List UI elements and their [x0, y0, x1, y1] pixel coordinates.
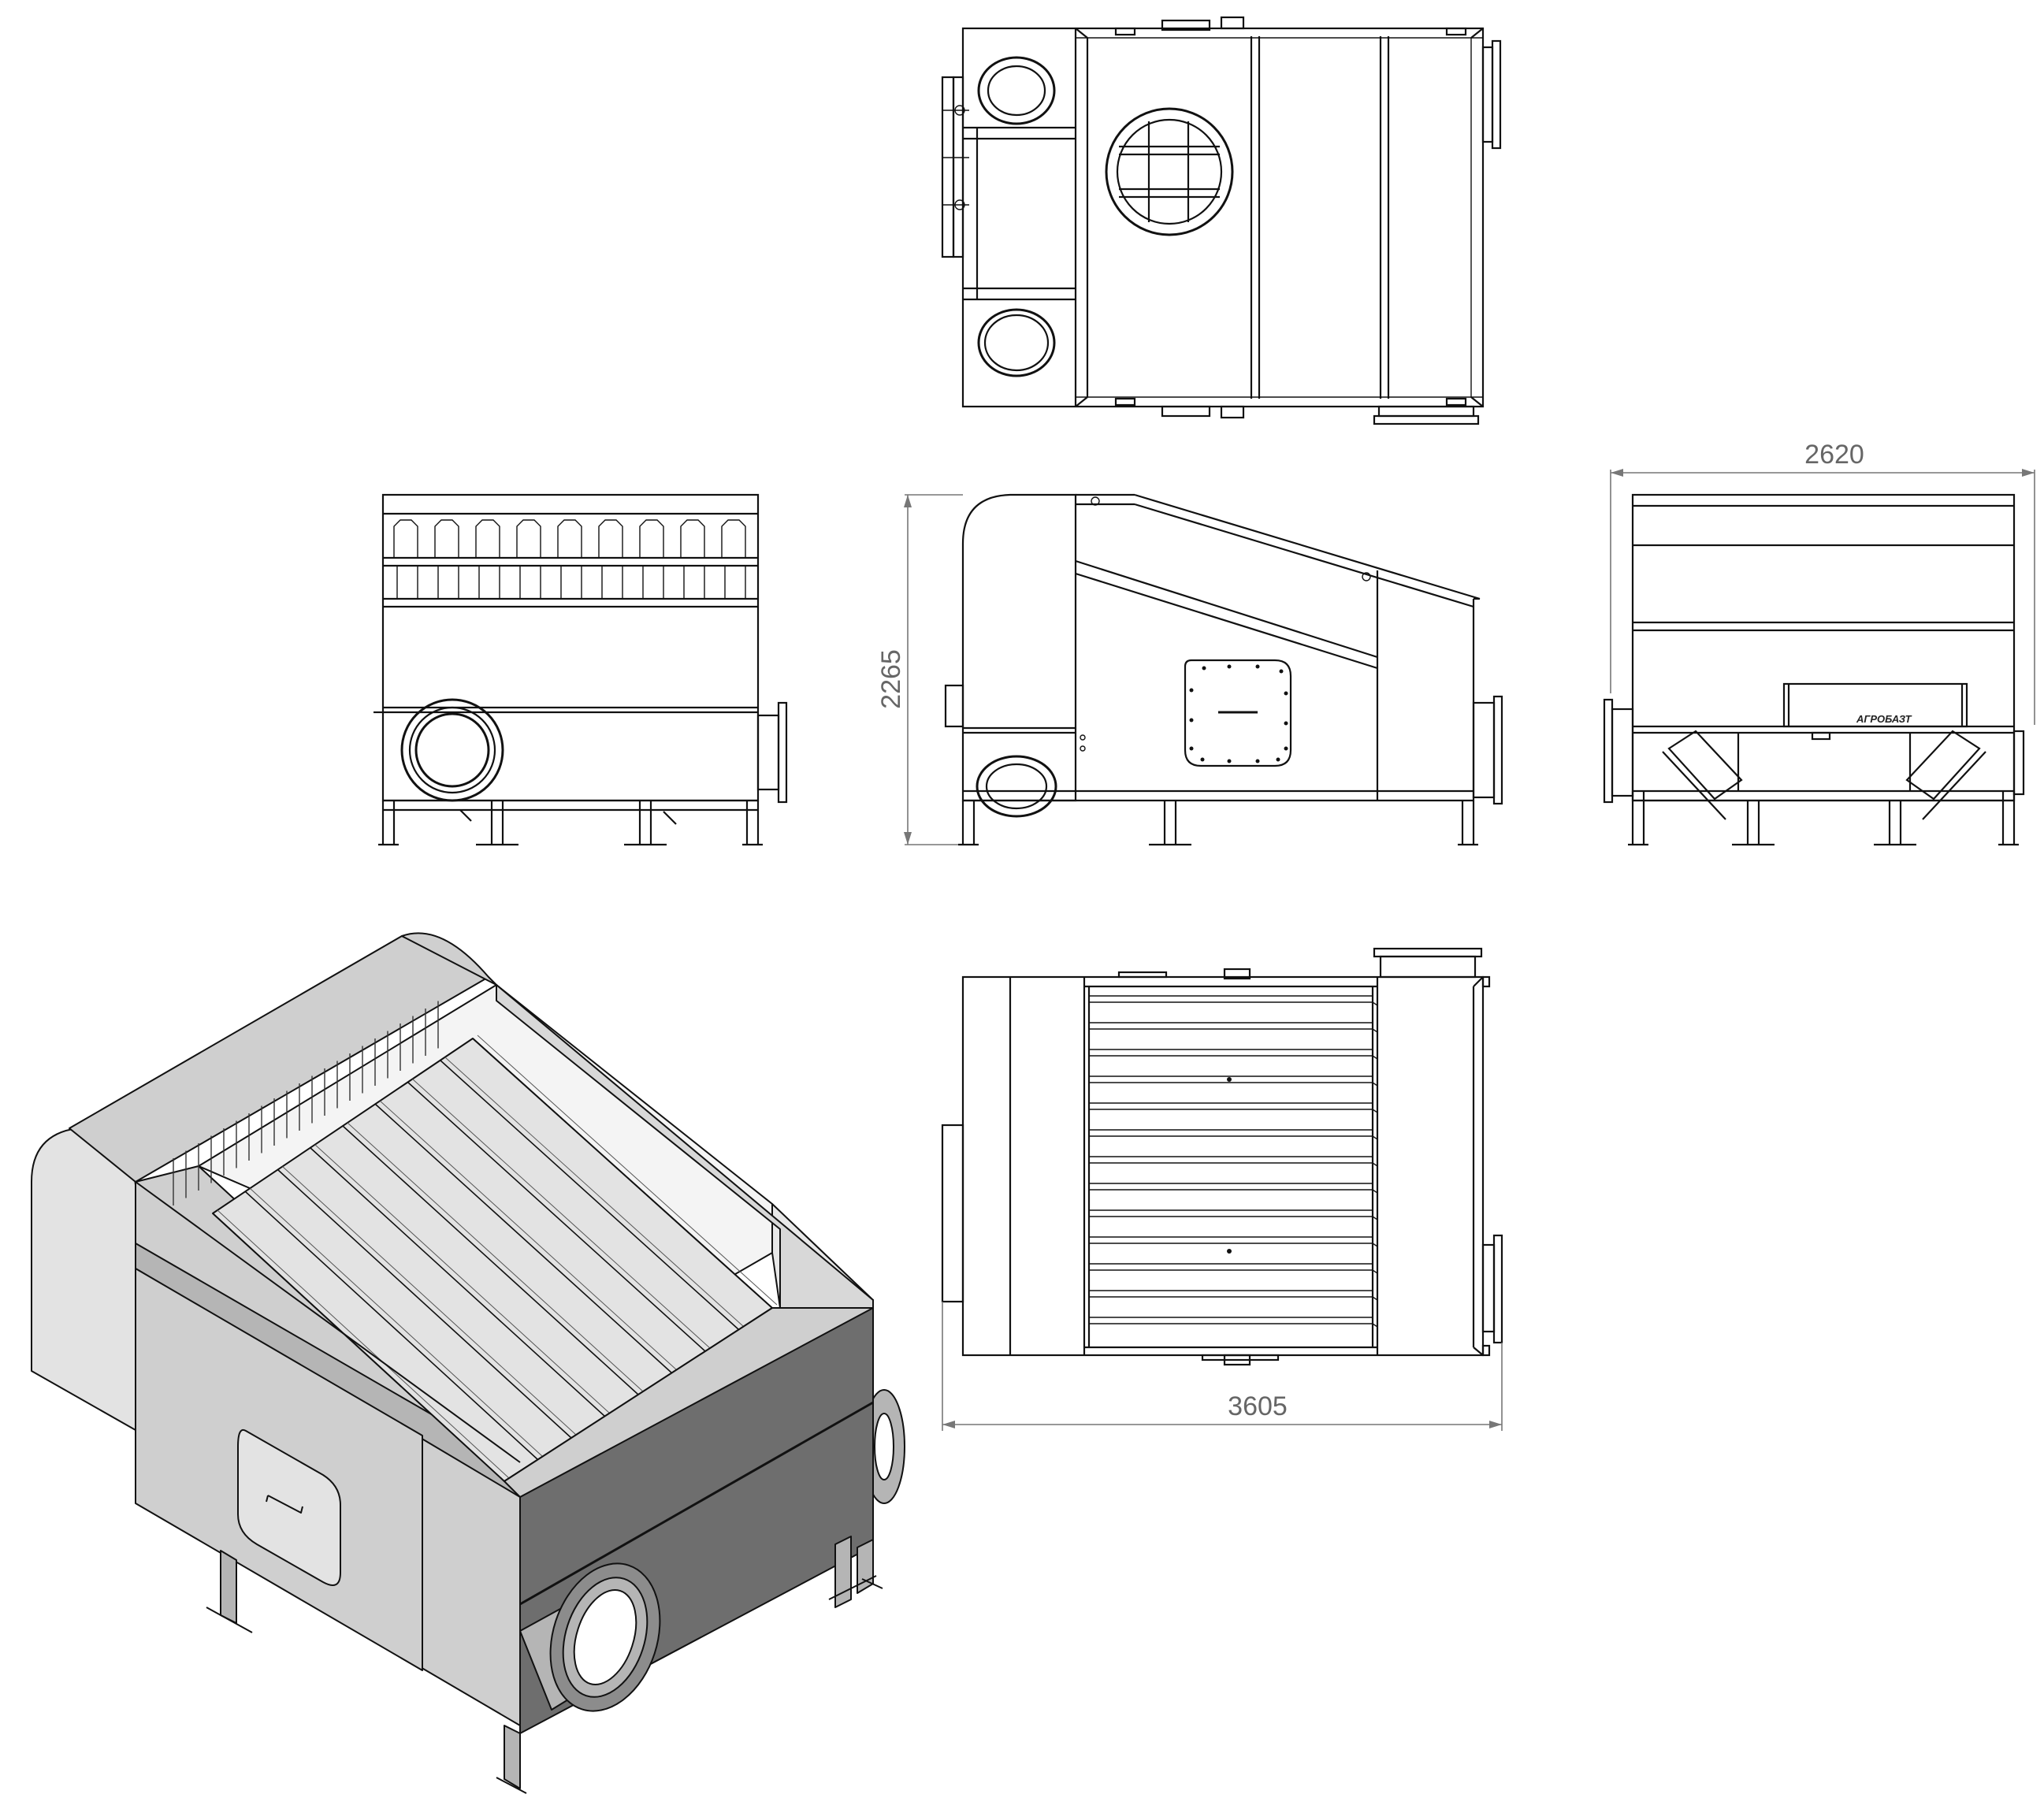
hatch-bolt [1227, 759, 1232, 763]
iso-grill [173, 1001, 439, 1205]
iso-slat-line [282, 1166, 577, 1436]
grill-slat-top [393, 519, 418, 558]
plan-slat-edge [1372, 1269, 1378, 1274]
plan-slat-edge [1372, 1243, 1378, 1247]
hatch-bolt [1279, 669, 1284, 674]
hatch-bolts [1189, 664, 1288, 763]
iso-slat-line [407, 1081, 706, 1352]
hatch-bolt [1202, 666, 1206, 671]
grill-slat-bottom [560, 565, 582, 600]
iso-slat-line [477, 1035, 778, 1306]
hatch-bolt [1255, 664, 1260, 669]
plan-view: 3605 [941, 947, 1503, 1431]
grill-slat-top [639, 519, 664, 558]
iso-roof-slats [212, 1035, 778, 1482]
grill-slat-top [557, 519, 582, 558]
iso-slat-line [472, 1038, 773, 1309]
plan-roof-slats [1089, 995, 1378, 1328]
grill-slat-bottom [642, 565, 664, 600]
grill-slat-top [680, 519, 705, 558]
iso-slat-line [277, 1168, 572, 1439]
rear-view: АГРОБАЗТ [1603, 440, 2035, 846]
plan-slat-edge [1372, 1189, 1378, 1194]
iso-slat-line [342, 1125, 639, 1395]
iso-slat-line [347, 1122, 644, 1392]
iso-slat-line [379, 1100, 677, 1370]
grill-slat-bottom [437, 565, 459, 600]
grill-slat-top [516, 519, 541, 558]
dimension-height: 2265 [876, 649, 906, 709]
dimension-length: 3605 [1228, 1391, 1288, 1421]
iso-slat-line [374, 1103, 673, 1374]
iso-slat-line [440, 1060, 740, 1331]
front-view [373, 493, 788, 846]
iso-slat-line [244, 1191, 539, 1461]
dimension-width: 2620 [1804, 440, 1864, 470]
nameplate-text: АГРОБАЗТ [1856, 713, 1912, 725]
plan-slat-edge [1372, 1001, 1378, 1006]
grill-slat-bottom [478, 565, 500, 600]
top-view [941, 16, 1502, 425]
plan-slat-edge [1372, 1216, 1378, 1220]
hatch-bolt [1189, 688, 1194, 693]
grill-slat-bottom [683, 565, 705, 600]
grill-slat-top [598, 519, 623, 558]
hatch-bolt [1227, 664, 1232, 669]
hatch-bolt [1276, 757, 1280, 762]
plan-slat-edge [1372, 1082, 1378, 1087]
plan-slat-edge [1372, 1055, 1378, 1060]
hatch-bolt [1189, 718, 1194, 723]
plan-slat-edge [1372, 1162, 1378, 1167]
grill-slat-bottom [724, 565, 746, 600]
iso-slat-line [249, 1187, 543, 1457]
plan-slat-edge [1372, 1028, 1378, 1033]
hatch-bolt [1284, 721, 1288, 726]
hatch-bolt [1255, 759, 1260, 763]
front-grill-slats [393, 519, 746, 600]
hatch-bolt [1284, 691, 1288, 696]
iso-slat-line [412, 1079, 711, 1349]
plan-slat-edge [1372, 1135, 1378, 1140]
side-view: 2265 [876, 493, 1503, 846]
hatch-bolt [1284, 746, 1288, 751]
grill-slat-bottom [601, 565, 623, 600]
plan-slat-edge [1372, 1323, 1378, 1328]
hatch-bolt [1189, 746, 1194, 751]
grill-slat-bottom [519, 565, 541, 600]
iso-slat-line [212, 1213, 505, 1482]
grill-slat-top [475, 519, 500, 558]
hatch-bolt [1200, 757, 1205, 762]
grill-slat-top [434, 519, 459, 558]
iso-slat-line [310, 1147, 606, 1417]
plan-slat-edge [1372, 1296, 1378, 1301]
iso-slat-line [444, 1057, 744, 1327]
grill-slat-bottom [396, 565, 418, 600]
iso-slat-line [314, 1144, 610, 1414]
plan-slat-edge [1372, 1109, 1378, 1113]
isometric-view [31, 932, 905, 1794]
iso-slat-line [217, 1209, 510, 1479]
grill-slat-top [721, 519, 746, 558]
